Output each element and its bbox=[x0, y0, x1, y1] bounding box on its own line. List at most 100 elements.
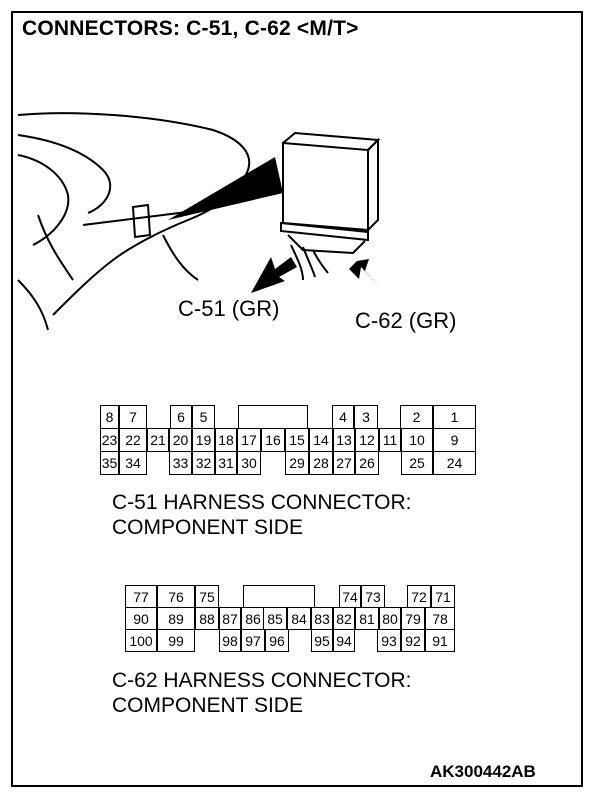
c51-pin-22: 22 bbox=[119, 428, 147, 452]
c62-pin-blank bbox=[355, 629, 377, 652]
c51-pin-32: 32 bbox=[192, 451, 215, 475]
c51-pin-24: 24 bbox=[433, 451, 476, 475]
floor-line bbox=[17, 279, 49, 331]
page-title: CONNECTORS: C-51, C-62 <M/T> bbox=[22, 17, 359, 40]
c51-pin-35: 35 bbox=[100, 451, 119, 475]
c62-pin-97: 97 bbox=[241, 629, 265, 652]
c62-pin-93: 93 bbox=[377, 629, 401, 652]
dashboard-ecu-illustration bbox=[17, 112, 385, 331]
c51-pin-16: 16 bbox=[261, 428, 285, 452]
c62-pin-83: 83 bbox=[311, 607, 333, 630]
c62-pin-88: 88 bbox=[195, 607, 219, 630]
c51-pin-blank bbox=[379, 451, 401, 475]
c62-pin-98: 98 bbox=[219, 629, 241, 652]
dashboard-edge bbox=[17, 134, 112, 214]
c62-pin-72: 72 bbox=[407, 585, 431, 608]
c62-pin-77: 77 bbox=[125, 585, 157, 608]
c62-pin-blank bbox=[243, 585, 315, 608]
c62-pin-86: 86 bbox=[241, 607, 265, 630]
c51-pin-18: 18 bbox=[215, 428, 237, 452]
c62-pin-blank bbox=[195, 629, 219, 652]
c62-pin-82: 82 bbox=[333, 607, 355, 630]
ecu-wires bbox=[290, 244, 329, 281]
c51-pin-6: 6 bbox=[170, 405, 192, 429]
c51-pin-13: 13 bbox=[333, 428, 355, 452]
c51-pin-27: 27 bbox=[333, 451, 355, 475]
c62-pin-blank bbox=[289, 629, 311, 652]
c51-pin-14: 14 bbox=[309, 428, 333, 452]
c62-pin-95: 95 bbox=[311, 629, 333, 652]
ecu-base bbox=[280, 221, 369, 242]
c62-pin-96: 96 bbox=[265, 629, 289, 652]
c51-pin-29: 29 bbox=[285, 451, 309, 475]
arrow-c51 bbox=[251, 257, 297, 293]
c51-pin-blank bbox=[308, 405, 332, 429]
c51-pin-33: 33 bbox=[169, 451, 192, 475]
c62-pin-73: 73 bbox=[361, 585, 385, 608]
diagram-frame bbox=[11, 11, 583, 787]
dashboard-inner bbox=[17, 154, 70, 246]
c62-caption-line2: COMPONENT SIDE bbox=[112, 694, 303, 717]
c51-pin-blank bbox=[147, 405, 170, 429]
c62-pin-80: 80 bbox=[379, 607, 401, 630]
c51-pin-25: 25 bbox=[401, 451, 433, 475]
location-pointer bbox=[168, 157, 283, 220]
c62-pin-87: 87 bbox=[219, 607, 241, 630]
c62-pin-99: 99 bbox=[157, 629, 195, 652]
c62-pin-84: 84 bbox=[287, 607, 311, 630]
c51-pin-30: 30 bbox=[237, 451, 261, 475]
c51-pin-17: 17 bbox=[237, 428, 261, 452]
c51-pin-4: 4 bbox=[332, 405, 354, 429]
c51-pin-blank bbox=[215, 405, 238, 429]
c51-pin-34: 34 bbox=[119, 451, 147, 475]
c62-pin-76: 76 bbox=[157, 585, 195, 608]
c51-pin-28: 28 bbox=[309, 451, 333, 475]
c62-pin-75: 75 bbox=[195, 585, 219, 608]
c62-pin-89: 89 bbox=[157, 607, 195, 630]
c51-pin-blank bbox=[238, 405, 308, 429]
c51-pin-9: 9 bbox=[433, 428, 476, 452]
c62-pin-74: 74 bbox=[339, 585, 361, 608]
c51-pin-10: 10 bbox=[401, 428, 433, 452]
c51-pin-12: 12 bbox=[355, 428, 379, 452]
c62-pin-92: 92 bbox=[401, 629, 425, 652]
c51-pin-15: 15 bbox=[285, 428, 309, 452]
ecu-connector bbox=[287, 234, 366, 255]
c51-pin-3: 3 bbox=[354, 405, 378, 429]
c51-pin-23: 23 bbox=[100, 428, 119, 452]
c62-pin-81: 81 bbox=[355, 607, 379, 630]
c62-caption-line1: C-62 HARNESS CONNECTOR: bbox=[112, 669, 412, 692]
c62-pin-85: 85 bbox=[263, 607, 287, 630]
c51-pin-2: 2 bbox=[400, 405, 433, 429]
console-line bbox=[162, 234, 199, 281]
c62-pin-94: 94 bbox=[333, 629, 355, 652]
c51-pin-19: 19 bbox=[192, 428, 215, 452]
c62-pin-79: 79 bbox=[401, 607, 425, 630]
c51-caption-line2: COMPONENT SIDE bbox=[112, 516, 303, 539]
c62-label: C-62 (GR) bbox=[355, 308, 457, 333]
arrow-c62 bbox=[349, 259, 385, 293]
c62-pin-blank bbox=[385, 585, 407, 608]
c51-pin-blank bbox=[147, 451, 169, 475]
ecu-front bbox=[282, 141, 369, 232]
figure-code: AK300442AB bbox=[430, 762, 536, 781]
c51-pin-1: 1 bbox=[433, 405, 476, 429]
c51-caption-line1: C-51 HARNESS CONNECTOR: bbox=[112, 491, 412, 514]
c62-pin-78: 78 bbox=[425, 607, 455, 630]
c62-pin-blank bbox=[219, 585, 243, 608]
c51-pin-5: 5 bbox=[192, 405, 215, 429]
c51-pin-20: 20 bbox=[169, 428, 192, 452]
c51-label: C-51 (GR) bbox=[178, 296, 280, 321]
c51-pin-21: 21 bbox=[147, 428, 169, 452]
c51-pin-31: 31 bbox=[215, 451, 237, 475]
c51-pin-26: 26 bbox=[355, 451, 379, 475]
c62-pin-91: 91 bbox=[425, 629, 455, 652]
c62-pin-blank bbox=[315, 585, 339, 608]
c51-pin-11: 11 bbox=[379, 428, 401, 452]
c51-pin-7: 7 bbox=[119, 405, 147, 429]
ecu-side bbox=[367, 137, 379, 231]
dash-curve bbox=[37, 214, 74, 281]
c62-pin-100: 100 bbox=[125, 629, 157, 652]
